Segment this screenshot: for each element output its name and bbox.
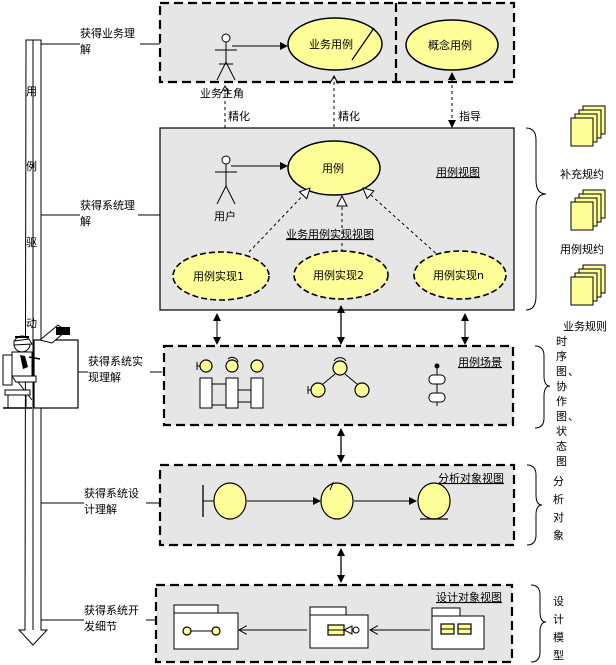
- use-case-view-title: 用例视图: [436, 165, 480, 179]
- guide-label: 指导: [459, 109, 481, 123]
- business-use-case-label: 业务用例: [309, 37, 353, 51]
- use-case-view-box: 用例视图 用户 用例 业务用例实现视图 用例实现1 用例实现2 用例实: [159, 127, 515, 311]
- scenario-title: 用例场景: [458, 355, 502, 369]
- stage-system-label: 获得系统理解: [80, 199, 135, 228]
- design-box: 设计对象视图: [154, 583, 514, 664]
- analysis-title: 分析对象视图: [438, 471, 504, 485]
- analysis-char: 对: [553, 510, 564, 524]
- diagrams-char: 图: [556, 455, 567, 468]
- realization-1: 用例实现1: [172, 251, 270, 301]
- supplement-label: 补充规约: [560, 167, 604, 181]
- analysis-char: 象: [553, 529, 564, 542]
- diagrams-bracket: 时 序 图 、 协 作 图 、 状 态 图: [534, 335, 579, 468]
- stage-development-label: 获得系统开发细节: [84, 604, 139, 633]
- design-char: 型: [553, 648, 564, 662]
- arrow-char-2: 例: [26, 159, 37, 173]
- business-understanding-box: 业务主角 业务用例 概念用例: [158, 1, 516, 100]
- stage-business-label: 获得业务理解: [80, 27, 135, 56]
- concept-use-case-label: 概念用例: [428, 38, 472, 52]
- user-actor-icon: [215, 155, 237, 205]
- use-case: 用例: [287, 140, 381, 196]
- state-diagram-icon: [428, 363, 446, 406]
- business-actor-icon: [215, 33, 237, 81]
- box1-box2-links: 精化 精化 指导: [225, 72, 481, 158]
- realization-2-label: 用例实现2: [313, 268, 364, 282]
- sequence-diagram-icon: [196, 356, 264, 409]
- realization-view-label: 业务用例实现视图: [286, 227, 374, 241]
- diagrams-char: 作: [556, 395, 567, 408]
- diagrams-char: 、: [568, 365, 579, 378]
- business-actor-label: 业务主角: [200, 87, 244, 100]
- diagrams-char: 协: [556, 379, 567, 393]
- arrow-char-4: 动: [26, 317, 37, 330]
- business-rules-label: 业务规则: [563, 319, 607, 333]
- design-char: 设: [553, 595, 564, 608]
- refine-right-label: 精化: [338, 109, 360, 123]
- arrow-char-1: 用: [26, 85, 37, 98]
- spec-bracket: [525, 127, 547, 311]
- design-package-2-icon: [309, 606, 369, 649]
- design-title: 设计对象视图: [436, 590, 502, 604]
- use-case-spec-label: 用例规约: [560, 242, 604, 256]
- arrow-char-3: 驱: [26, 236, 37, 249]
- realization-1-label: 用例实现1: [193, 269, 244, 283]
- analysis-bracket: 分 析 对 象: [526, 464, 564, 546]
- realization-n: 用例实现n: [413, 250, 507, 300]
- diagrams-char: 态: [556, 440, 567, 453]
- use-case-driven-arrow: 用 例 驱 动: [17, 39, 49, 646]
- design-char: 计: [553, 613, 564, 626]
- realization-n-label: 用例实现n: [433, 268, 484, 282]
- business-rules-doc-icon: [570, 264, 606, 306]
- scenario-box: 用例场景: [162, 344, 515, 427]
- stage-labels: 获得业务理解 获得系统理解 获得系统实现理解 获得系统设计理解 获得系统开发细节: [41, 27, 162, 633]
- box2-box3-links: [213, 305, 469, 345]
- entity-object-icon: [417, 482, 451, 520]
- realization-2: 用例实现2: [293, 250, 389, 300]
- diagrams-char: 时: [556, 335, 567, 348]
- boundary-object-icon: [202, 482, 247, 520]
- user-actor-label: 用户: [214, 209, 236, 223]
- design-bracket: 设 计 模 型: [530, 584, 564, 663]
- collaboration-diagram-icon: [307, 357, 370, 398]
- concept-use-case: 概念用例: [405, 19, 499, 71]
- diagrams-char: 图: [556, 365, 567, 378]
- stage-design-label: 获得系统设计理解: [84, 487, 139, 516]
- business-use-case: 业务用例: [287, 17, 383, 71]
- design-package-3-icon: [431, 607, 485, 650]
- stage-realization-label: 获得系统实现理解: [88, 355, 143, 384]
- refine-left-label: 精化: [228, 109, 250, 123]
- person-at-computer-icon: [2, 324, 79, 409]
- diagrams-char: 图: [556, 410, 567, 423]
- analysis-char: 析: [553, 492, 564, 506]
- analysis-char: 分: [553, 475, 564, 488]
- control-object-icon: [320, 481, 354, 520]
- analysis-box: 分析对象视图: [158, 463, 516, 547]
- diagrams-char: 、: [568, 410, 579, 423]
- use-case-label: 用例: [322, 161, 344, 175]
- design-char: 模: [553, 631, 564, 644]
- diagrams-char: 序: [556, 349, 567, 363]
- use-case-spec-doc-icon: [570, 189, 606, 231]
- supplement-doc-icon: [570, 105, 606, 147]
- diagrams-char: 状: [556, 424, 567, 438]
